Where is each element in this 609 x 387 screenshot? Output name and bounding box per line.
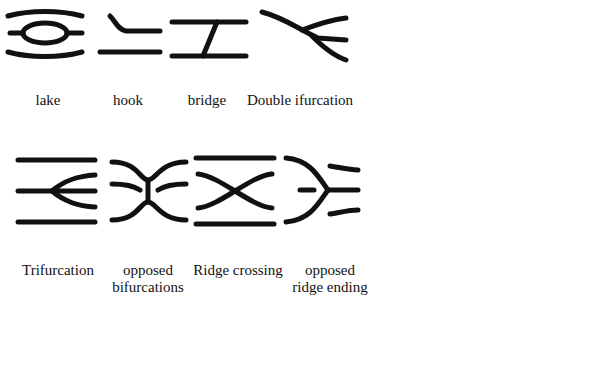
lake-symbol (8, 12, 82, 57)
hook-symbol (100, 16, 160, 52)
caption-label: hook (88, 92, 168, 109)
caption-label: Ridge crossing (183, 262, 293, 279)
caption-label: Double ifurcation (235, 92, 365, 109)
caption-label: Trifurcation (3, 262, 113, 279)
ridge-crossing-symbol (196, 158, 274, 224)
trifurcation-symbol (18, 160, 95, 222)
bridge-symbol (172, 22, 246, 56)
opposed-bifurcations-symbol (112, 162, 186, 220)
caption-label: opposed bifurcations (104, 262, 192, 297)
caption-label: lake (3, 92, 93, 109)
opposed-ridge-ending-symbol (286, 158, 358, 222)
caption-label: opposed ridge ending (288, 262, 372, 297)
caption-label: bridge (167, 92, 247, 109)
double-bifurcation-symbol (262, 12, 346, 60)
